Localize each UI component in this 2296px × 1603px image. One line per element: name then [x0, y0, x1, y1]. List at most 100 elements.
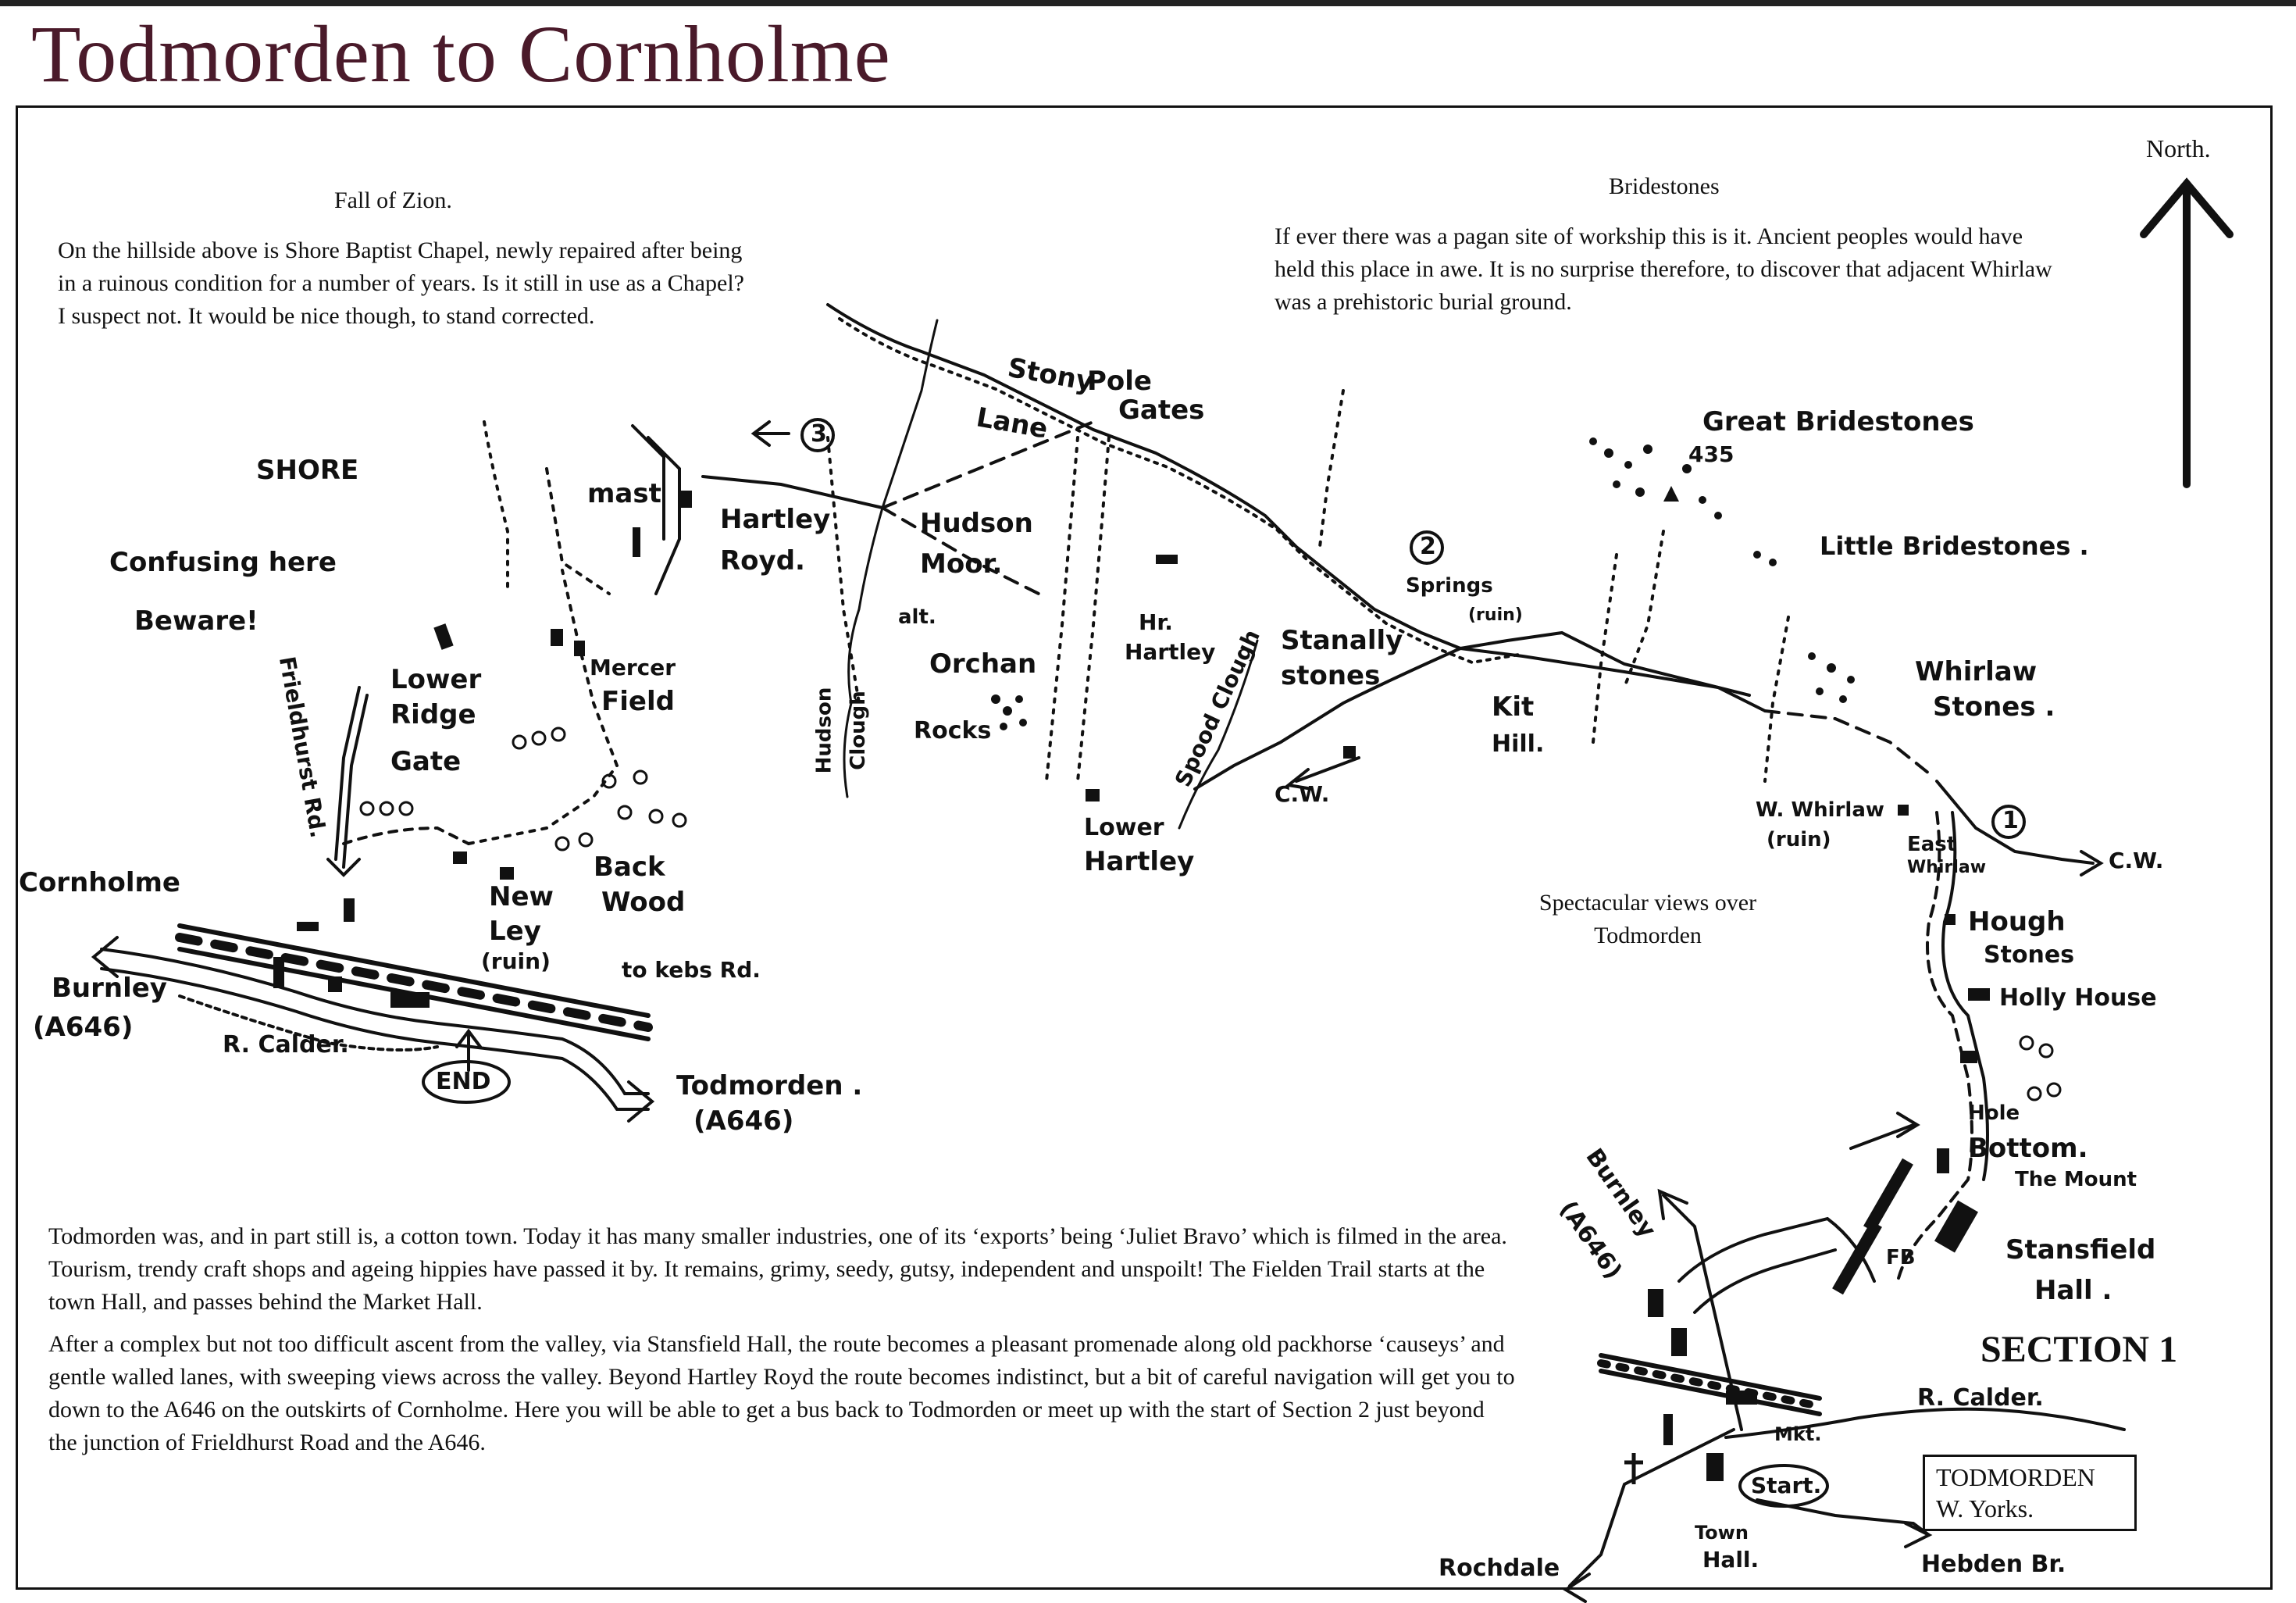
label-springs: Springs — [1406, 574, 1493, 598]
label-hr-hartley-2: Hartley — [1125, 639, 1216, 665]
label-whirlaw-1: Whirlaw — [1915, 656, 2038, 687]
label-town-hall-1: Town — [1695, 1522, 1749, 1544]
label-tokebs: to kebs Rd. — [622, 957, 761, 983]
fall-of-zion-heading: Fall of Zion. — [334, 187, 452, 213]
fall-of-zion-text: On the hillside above is Shore Baptist C… — [58, 237, 744, 329]
label-hole-1: Hole — [1968, 1101, 2020, 1125]
label-orchan: Orchan — [929, 648, 1037, 680]
north-label: North. — [2146, 134, 2211, 162]
label-back-wood-1: Back — [594, 851, 665, 883]
railway-left — [177, 923, 651, 1018]
label-kit-hill-2: Hill. — [1492, 730, 1545, 758]
label-waypoint-2: 2 — [1420, 533, 1436, 560]
label-hudson-clough-1: Hudson — [812, 687, 836, 774]
end-marker — [422, 1060, 511, 1104]
label-hudson-clough-2: Clough — [846, 691, 870, 770]
label-todmorden-2: (A646) — [693, 1105, 794, 1137]
todmorden-box-line1: TODMORDEN — [1936, 1463, 2095, 1491]
label-hough-1: Hough — [1968, 906, 2066, 937]
label-cornholme: Cornholme — [19, 867, 180, 898]
intro-paragraph-1: Todmorden was, and in part still is, a c… — [48, 1223, 1507, 1315]
spectacular-views-note: Spectacular views over Todmorden — [1538, 890, 1757, 948]
label-stanally-2: stones — [1281, 660, 1381, 691]
north-arrow-icon — [2140, 177, 2234, 488]
label-east-whirlaw-2: Whirlaw — [1907, 858, 1987, 877]
label-holly-house: Holly House — [1999, 984, 2157, 1012]
waypoint-1-circle — [1991, 805, 2026, 839]
label-whirlaw-2: Stones . — [1933, 691, 2055, 723]
label-hough-2: Stones — [1984, 941, 2075, 969]
label-hebden: Hebden Br. — [1921, 1551, 2066, 1578]
label-confusing: Confusing here — [109, 547, 337, 578]
label-todmorden-1: Todmorden . — [676, 1070, 863, 1101]
label-lower-ridge-1: Lower — [390, 664, 482, 695]
label-pole-gates-1: Pole — [1087, 366, 1152, 397]
label-r-calder-right: R. Calder. — [1917, 1384, 2044, 1412]
todmorden-box: TODMORDEN W. Yorks. — [1923, 1455, 2137, 1531]
label-hudson-moor-1: Hudson — [920, 508, 1033, 539]
label-burnley-left-2: (A646) — [33, 1012, 134, 1043]
todmorden-box-line2: W. Yorks. — [1936, 1494, 2034, 1523]
label-great-bridestones: Great Bridestones — [1702, 406, 1974, 437]
label-new-ley-1: New — [489, 881, 554, 912]
label-mercer-1: Mercer — [590, 655, 676, 680]
label-new-ley-2: Ley — [489, 916, 541, 947]
label-waypoint-1: 1 — [2002, 807, 2019, 834]
river-calder-right — [1724, 1407, 2126, 1439]
waypoint-3-circle — [800, 418, 835, 452]
mercer-field-path — [467, 569, 619, 845]
bridestones-text: If ever there was a pagan site of worksh… — [1275, 223, 2052, 315]
label-end: END — [436, 1068, 491, 1095]
rock-clusters — [991, 437, 1855, 730]
rochdale-road — [1568, 1428, 1735, 1587]
label-pole-gates-2: Gates — [1118, 395, 1205, 426]
label-mkt: Mkt. — [1774, 1423, 1822, 1445]
label-waypoint-3: 3 — [811, 420, 827, 448]
start-marker — [1738, 1464, 1829, 1508]
label-hudson-moor-2: Moor. — [920, 548, 1003, 580]
dashed-path-hudson — [881, 506, 1040, 595]
east-whirlaw-track — [1935, 780, 2095, 865]
trig-point-icon — [1663, 486, 1679, 502]
label-little-bridestones: Little Bridestones . — [1820, 531, 2089, 561]
label-lower-hartley-2: Hartley — [1084, 846, 1195, 877]
label-w-whirlaw-1: W. Whirlaw — [1756, 798, 1884, 822]
map-frame — [16, 105, 2273, 1590]
section-title: SECTION 1 — [1980, 1329, 2178, 1370]
descent-route — [1896, 811, 1973, 1283]
label-burnley-left-1: Burnley — [52, 973, 167, 1004]
top-border-line — [0, 0, 2296, 6]
page-title: Todmorden to Cornholme — [31, 9, 891, 99]
label-height-435: 435 — [1688, 441, 1734, 467]
burnley-road-right — [1662, 1194, 1743, 1431]
label-lower-hartley-1: Lower — [1084, 814, 1164, 841]
track-to-cw-left — [1193, 647, 1462, 791]
railway-right — [1599, 1353, 1822, 1401]
label-lower-ridge-3: Gate — [390, 746, 462, 777]
kit-hill-route — [1459, 647, 1767, 712]
tree-symbols — [359, 727, 2062, 1101]
spood-clough-stream — [1178, 639, 1259, 830]
label-new-ley-3: (ruin) — [481, 948, 551, 974]
label-hole-2: Bottom. — [1968, 1133, 2088, 1164]
buildings — [273, 491, 1990, 1481]
label-stanally-1: Stanally — [1281, 625, 1403, 656]
label-w-whirlaw-2: (ruin) — [1767, 828, 1831, 851]
label-cw-left: C.W. — [1275, 781, 1330, 807]
label-lower-ridge-2: Ridge — [390, 699, 476, 730]
a646-road-left — [100, 948, 650, 1095]
label-rocks: Rocks — [914, 717, 992, 744]
hartley-royd-path — [701, 475, 884, 509]
label-mast: mast — [587, 478, 661, 509]
label-back-wood-2: Wood — [601, 887, 686, 918]
intro-paragraph-2: After a complex but not too difficult as… — [48, 1331, 1515, 1455]
waypoint-2-circle — [1410, 530, 1444, 565]
label-shore: SHORE — [256, 455, 359, 486]
label-rochdale: Rochdale — [1439, 1555, 1560, 1582]
label-hartley-royd-1: Hartley — [720, 504, 831, 535]
dashed-path-pole-gates — [881, 420, 1095, 509]
stony-lane-track — [826, 303, 1751, 697]
label-east-whirlaw-1: East — [1907, 833, 1957, 856]
label-the-mount: The Mount — [2015, 1168, 2137, 1191]
